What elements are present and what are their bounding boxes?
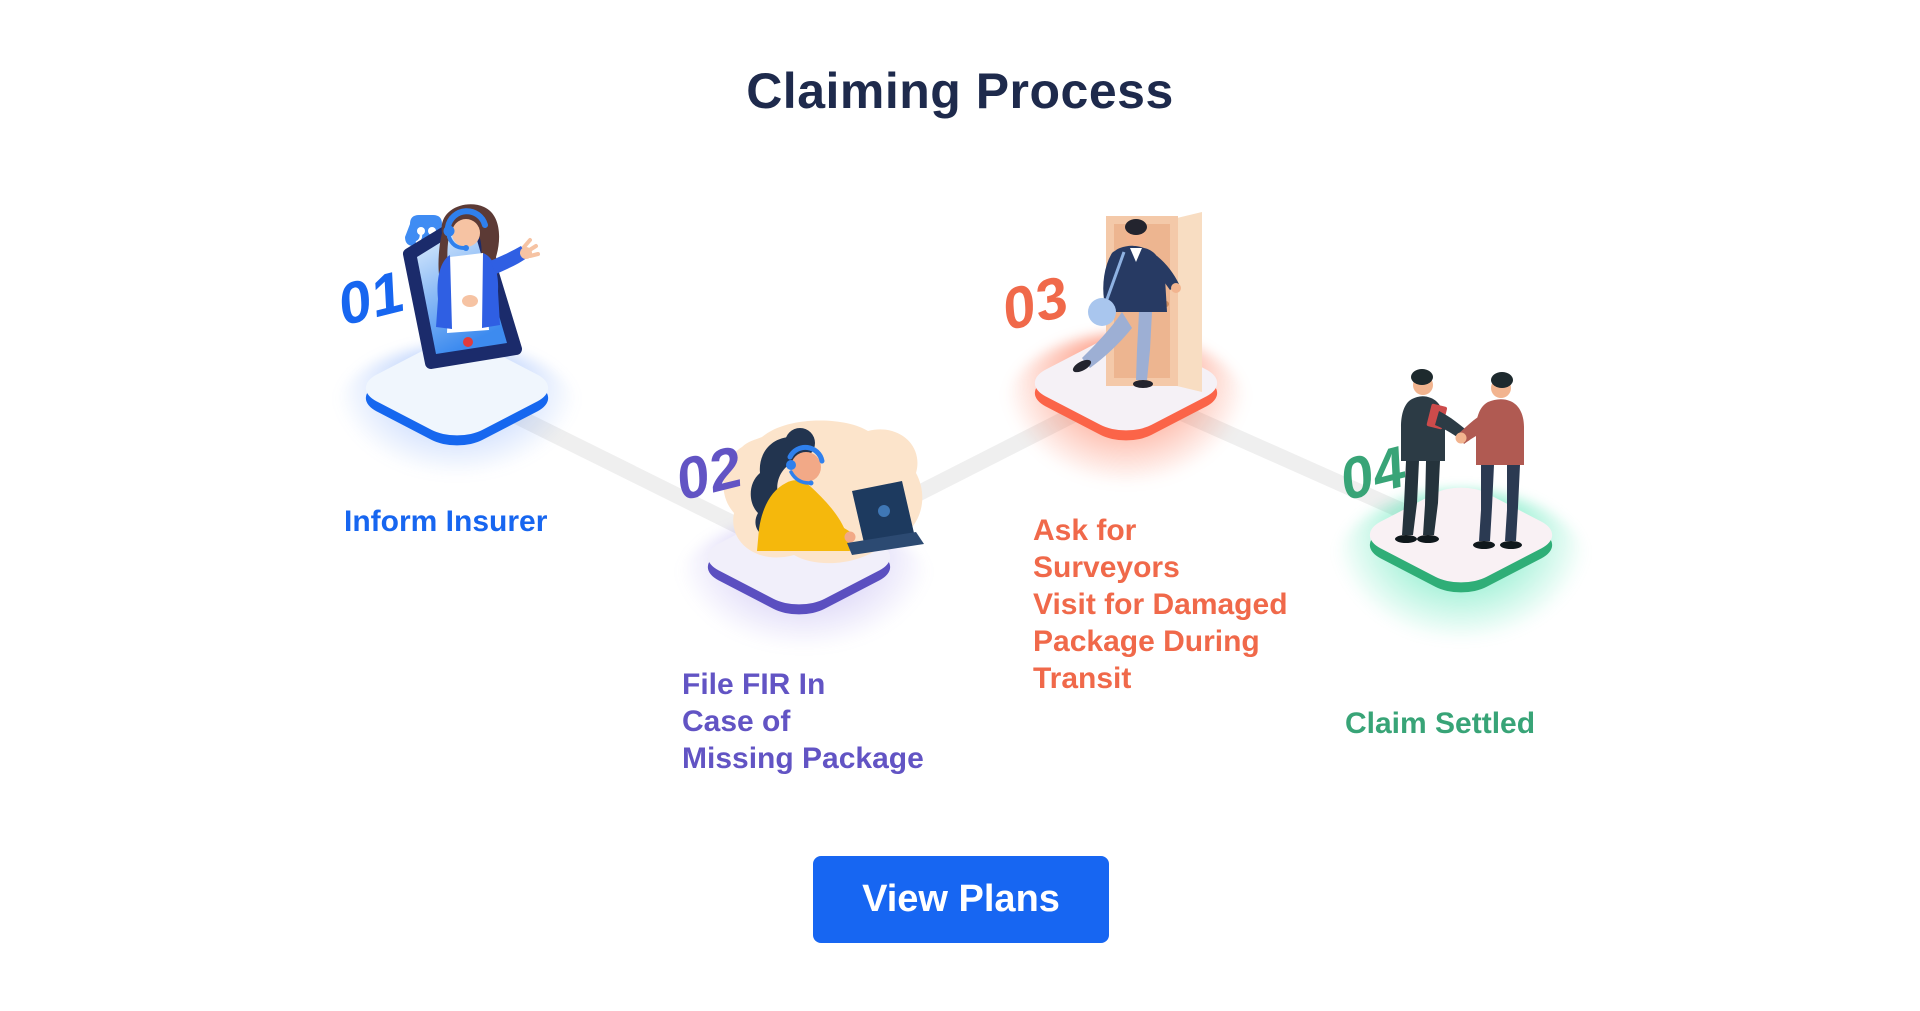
surveyor-man — [1072, 219, 1181, 388]
support-agent-phone-illustration — [403, 204, 540, 369]
record-dot — [463, 337, 473, 347]
step-inform-insurer: 01 Inform Insurer — [330, 195, 580, 555]
man-right-sweater — [1455, 372, 1524, 549]
view-plans-button[interactable]: View Plans — [813, 856, 1109, 943]
surveyor-door-illustration — [1072, 212, 1202, 392]
step-label: File FIR In Case of Missing Package — [682, 668, 924, 775]
laptop — [847, 481, 924, 555]
step-label: Ask for Surveyors Visit for Damaged Pack… — [1033, 514, 1288, 695]
step-label: Claim Settled — [1345, 707, 1536, 740]
page-title: Claiming Process — [746, 63, 1174, 119]
step-claim-settled: 04 Claim Settled — [1330, 340, 1640, 770]
man-left-suit — [1395, 369, 1472, 543]
support-woman-laptop-illustration — [723, 420, 924, 564]
support-agent — [436, 204, 540, 333]
handshake-illustration — [1395, 369, 1524, 549]
step-file-fir: 02 File FIR In Case of Missing Package — [660, 350, 990, 800]
support-woman — [750, 428, 856, 551]
step-surveyor-visit: 03 Ask for Surveyors Visit for Damaged P… — [995, 195, 1360, 715]
step-label: Inform Insurer — [344, 505, 548, 538]
